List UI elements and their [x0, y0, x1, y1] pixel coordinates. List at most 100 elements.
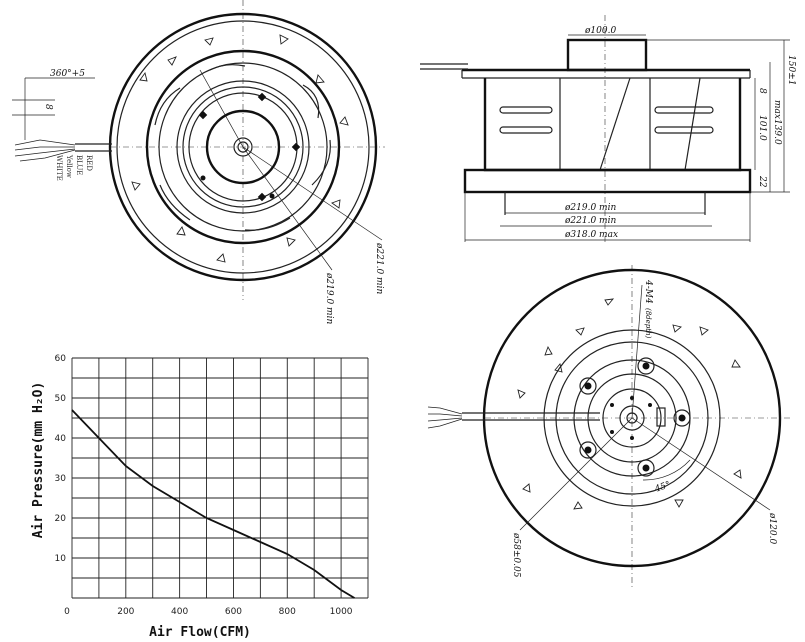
- triangle-mark: [544, 345, 553, 356]
- inner-dot: [610, 403, 614, 407]
- screw-hole: [637, 459, 655, 477]
- dim-8-label: 8: [757, 88, 767, 94]
- dia-221-label: ø221.0 min: [374, 242, 384, 294]
- triangle-mark: [139, 71, 148, 82]
- wire-color-1: WHITE: [55, 155, 63, 181]
- rear-view: 4-M4 (8depth) 45° ø120.0 ø58±0.05: [427, 265, 790, 590]
- leader-thread: [631, 284, 643, 419]
- triangle-mark: [672, 324, 682, 333]
- wire-color-3: BLUE: [75, 155, 83, 175]
- mount-dot: [200, 175, 206, 181]
- inner-dot: [630, 436, 634, 440]
- blade-line: [684, 77, 701, 171]
- shaft-outer: [233, 137, 253, 157]
- slot: [499, 106, 553, 114]
- triangle-mark: [573, 501, 583, 510]
- y-tick-label: 20: [55, 514, 67, 524]
- dim-101-label: 101.0: [757, 115, 767, 141]
- top-view: ø221.0 min ø219.0 min 360°+5 8 WHITE Yel…: [12, 0, 385, 324]
- angle-arc: [642, 459, 691, 481]
- triangle-mark: [131, 181, 141, 191]
- dim-150-label: 150±1: [786, 55, 796, 85]
- inner-dot: [630, 396, 634, 400]
- dim-139-label: max139.0: [772, 100, 782, 145]
- connector-block: [656, 407, 666, 427]
- base-ring: [463, 168, 752, 194]
- side-dia-219-label: ø219.0 min: [564, 203, 616, 213]
- motor-cap: [566, 38, 648, 72]
- triangle-mark: [517, 389, 526, 399]
- angle-label: 360°+5: [50, 69, 85, 79]
- screw-center: [678, 414, 686, 422]
- triangle-mark: [176, 226, 186, 236]
- wire-color-4: RED: [85, 155, 93, 171]
- outer-ring-inner: [116, 20, 370, 274]
- triangle-mark: [167, 56, 177, 66]
- rear-ring-2: [555, 341, 709, 495]
- x-tick-label: 800: [279, 607, 296, 617]
- x-tick-label: 200: [117, 607, 134, 617]
- side-view: ø100.0 ø219.0 min ø221.0 min ø318.0 max …: [420, 15, 796, 245]
- rear-ring-4: [587, 373, 677, 463]
- inlet-ring: [158, 62, 328, 232]
- blade-2: [302, 84, 320, 119]
- blade-1: [209, 64, 246, 71]
- dia-219-label: ø219.0 min: [324, 272, 334, 324]
- y-tick-label: 60: [55, 354, 67, 364]
- blade-line: [599, 77, 631, 171]
- screw-center: [642, 464, 650, 472]
- screw-center: [584, 382, 592, 390]
- triangle-mark: [339, 116, 349, 126]
- chart-grid: [71, 357, 369, 599]
- x-tick-label: 400: [171, 607, 188, 617]
- mount-dot: [269, 193, 275, 199]
- impeller-ring: [145, 49, 341, 245]
- angle-45-label: 45°: [653, 480, 672, 495]
- blade-3: [311, 139, 331, 186]
- leader-angle: [199, 69, 244, 148]
- inner-dot: [610, 430, 614, 434]
- inner-dot: [648, 403, 652, 407]
- triangle-mark: [604, 298, 615, 306]
- blade-5: [159, 184, 191, 221]
- x-tick-label: 600: [225, 607, 242, 617]
- dim-22-label: 22: [757, 175, 767, 188]
- dia-120-label: ø120.0: [767, 512, 777, 544]
- pressure-flow-curve: [71, 409, 355, 599]
- triangle-mark: [315, 74, 325, 84]
- thread-depth-label: (8depth): [644, 308, 652, 339]
- triangle-mark: [674, 499, 684, 508]
- triangle-mark: [204, 37, 214, 46]
- y-axis-label: Air Pressure(mm H₂O): [31, 382, 46, 539]
- thread-label: 4-M4: [643, 279, 653, 304]
- screw-hole: [579, 377, 597, 395]
- x-tick-label: 1000: [330, 607, 353, 617]
- leader-219: [242, 146, 333, 271]
- triangle-mark: [699, 326, 709, 336]
- rear-wires: [427, 406, 463, 429]
- rear-shaft: [626, 412, 638, 424]
- screw-center: [584, 446, 592, 454]
- slot: [499, 126, 553, 134]
- y-tick-label: 30: [55, 474, 67, 484]
- side-dia-221-label: ø221.0 min: [564, 216, 616, 226]
- shaft-inner: [237, 141, 249, 153]
- leader-221: [242, 146, 383, 241]
- triangle-mark: [733, 469, 742, 479]
- leader-120: [631, 417, 771, 511]
- triangle-mark: [731, 359, 741, 368]
- screw-hole: [673, 409, 691, 427]
- x-axis-label: Air Flow(CFM): [149, 625, 251, 640]
- y-tick-label: 10: [55, 554, 67, 564]
- blade-6: [154, 87, 181, 126]
- leader-58: [519, 417, 633, 531]
- dia-100-label: ø100.0: [584, 26, 616, 36]
- screw-holes: [579, 357, 691, 477]
- triangle-mark: [286, 237, 296, 247]
- triangle-mark: [216, 253, 226, 263]
- triangle-mark: [279, 34, 289, 45]
- hub-ring-1: [176, 80, 310, 214]
- y-tick-label: 50: [55, 394, 67, 404]
